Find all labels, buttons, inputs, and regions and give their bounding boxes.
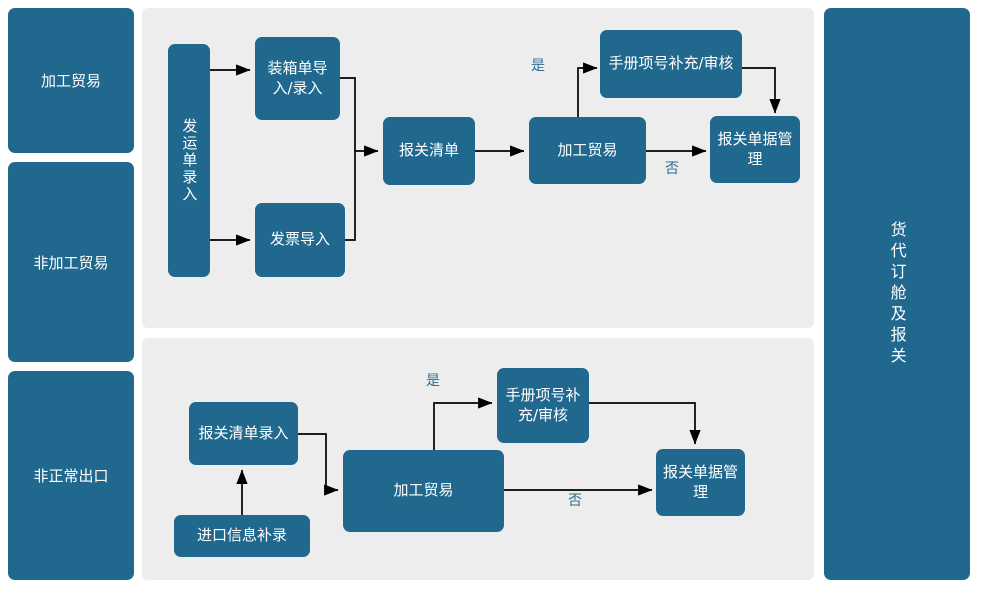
node-packing-list-import[interactable]: 装箱单导入/录入 [255,37,340,120]
node-customs-list-entry[interactable]: 报关清单录入 [189,402,298,465]
node-manual-item-supplement-2-label: 手册项号补充/审核 [505,385,581,424]
category-processing-trade-label: 加工贸易 [40,72,101,90]
node-invoice-import-label: 发票导入 [269,230,330,249]
node-import-info-supplement[interactable]: 进口信息补录 [174,515,310,557]
category-processing-trade[interactable]: 加工贸易 [8,8,134,153]
category-non-processing-trade-label: 非加工贸易 [33,253,109,272]
category-abnormal-export[interactable]: 非正常出口 [8,371,134,580]
node-customs-list-entry-label: 报关清单录入 [198,423,289,442]
edge-label-no-bottom: 否 [568,493,582,509]
node-processing-trade-decision-2-label: 加工贸易 [393,481,454,500]
node-shipment-entry-label: 发运单录入 [180,118,199,203]
node-packing-list-import-label: 装箱单导入/录入 [267,58,328,97]
node-manual-item-supplement-2[interactable]: 手册项号补充/审核 [497,368,589,443]
node-processing-trade-decision-2[interactable]: 加工贸易 [343,450,504,532]
category-abnormal-export-label: 非正常出口 [33,467,109,485]
edge-label-yes-top: 是 [531,58,545,74]
node-shipment-entry[interactable]: 发运单录入 [168,44,210,277]
node-processing-trade-decision-label: 加工贸易 [557,140,618,159]
node-invoice-import[interactable]: 发票导入 [255,203,345,277]
node-manual-item-supplement[interactable]: 手册项号补充/审核 [600,30,742,98]
node-customs-doc-management-label: 报关单据管理 [717,129,793,168]
edge-label-yes-bottom: 是 [426,373,440,389]
node-customs-list-label: 报关清单 [398,141,459,160]
node-customs-doc-management[interactable]: 报关单据管理 [710,116,800,183]
node-customs-list[interactable]: 报关清单 [383,117,475,185]
node-import-info-supplement-label: 进口信息补录 [196,526,287,545]
node-manual-item-supplement-label: 手册项号补充/审核 [608,54,734,73]
node-processing-trade-decision[interactable]: 加工贸易 [529,117,646,184]
edge-label-no-top: 否 [665,161,679,177]
category-non-processing-trade[interactable]: 非加工贸易 [8,162,134,362]
right-rail-freight-booking-customs[interactable]: 货代订舱及报关 [824,8,970,580]
right-rail-label: 货代订舱及报关 [887,220,907,368]
node-customs-doc-management-2-label: 报关单据管理 [662,462,738,501]
node-customs-doc-management-2[interactable]: 报关单据管理 [656,449,745,516]
